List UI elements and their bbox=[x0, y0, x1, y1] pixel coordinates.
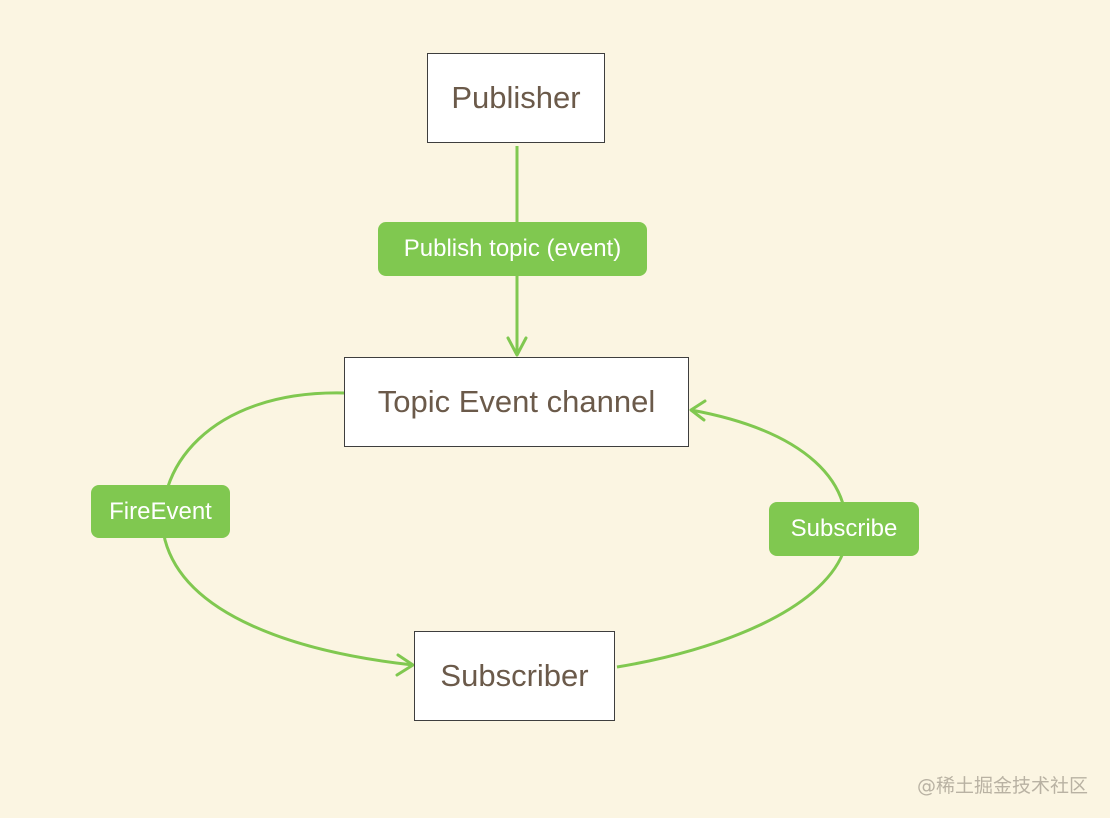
publish-topic-edge-label: Publish topic (event) bbox=[378, 222, 647, 276]
subscriber-node: Subscriber bbox=[414, 631, 615, 721]
topic-event-channel-node: Topic Event channel bbox=[344, 357, 689, 447]
publisher-node: Publisher bbox=[427, 53, 605, 143]
fire-event-text: FireEvent bbox=[109, 497, 212, 525]
subscribe-text: Subscribe bbox=[790, 515, 898, 542]
publisher-label: Publisher bbox=[451, 80, 581, 115]
watermark: @稀土掘金技术社区 bbox=[916, 775, 1088, 797]
arrowhead-publisher-to-channel bbox=[506, 336, 528, 357]
arrowhead-channel-to-subscriber bbox=[395, 653, 415, 677]
subscribe-edge-label: Subscribe bbox=[769, 502, 919, 556]
arrowhead-subscriber-to-channel bbox=[689, 399, 707, 422]
fire-event-edge-label: FireEvent bbox=[91, 485, 230, 538]
publish-topic-text: Publish topic (event) bbox=[403, 235, 622, 262]
subscriber-label: Subscriber bbox=[440, 658, 589, 693]
connector-channel-to-subscriber bbox=[161, 391, 414, 667]
topic-event-channel-label: Topic Event channel bbox=[377, 384, 656, 419]
